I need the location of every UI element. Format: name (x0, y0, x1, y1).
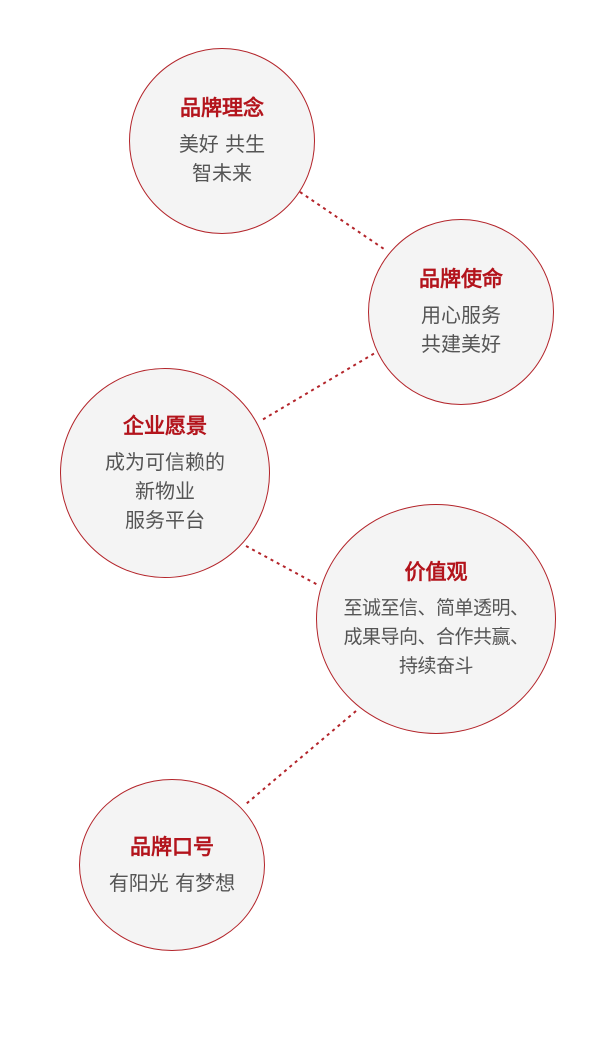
brand-mission-line-1: 用心服务 (421, 303, 501, 327)
corporate-vision-circle: 企业愿景 成为可信赖的 新物业 服务平台 (60, 368, 270, 578)
corporate-vision-line-1: 成为可信赖的 (105, 449, 225, 474)
values-circle: 价值观 至诚至信、简单透明、 成果导向、合作共赢、 持续奋斗 (316, 504, 556, 734)
values-line-1: 至诚至信、简单透明、 (343, 596, 529, 619)
brand-philosophy-title: 品牌理念 (180, 96, 264, 120)
connector-2-3 (261, 349, 381, 421)
connector-4-5 (245, 710, 357, 805)
values-line-3: 持续奋斗 (398, 654, 474, 677)
corporate-vision-line-2: 新物业 (135, 478, 195, 503)
brand-philosophy-line-2: 智未来 (192, 161, 252, 185)
brand-philosophy-circle: 品牌理念 美好 共生 智未来 (129, 48, 315, 234)
brand-philosophy-line-1: 美好 共生 (178, 132, 266, 156)
brand-mission-title: 品牌使命 (419, 267, 503, 291)
corporate-vision-line-3: 服务平台 (125, 507, 205, 532)
brand-mission-line-2: 共建美好 (421, 332, 501, 356)
connector-1-2 (299, 191, 385, 250)
corporate-vision-title: 企业愿景 (123, 413, 207, 438)
values-title: 价值观 (404, 559, 468, 584)
values-line-2: 成果导向、合作共赢、 (343, 625, 529, 648)
brand-slogan-circle: 品牌口号 有阳光 有梦想 (79, 779, 265, 951)
brand-mission-circle: 品牌使命 用心服务 共建美好 (368, 219, 554, 405)
connector-3-4 (245, 545, 319, 586)
brand-slogan-title: 品牌口号 (130, 834, 214, 859)
brand-slogan-line-1: 有阳光 有梦想 (108, 870, 236, 895)
